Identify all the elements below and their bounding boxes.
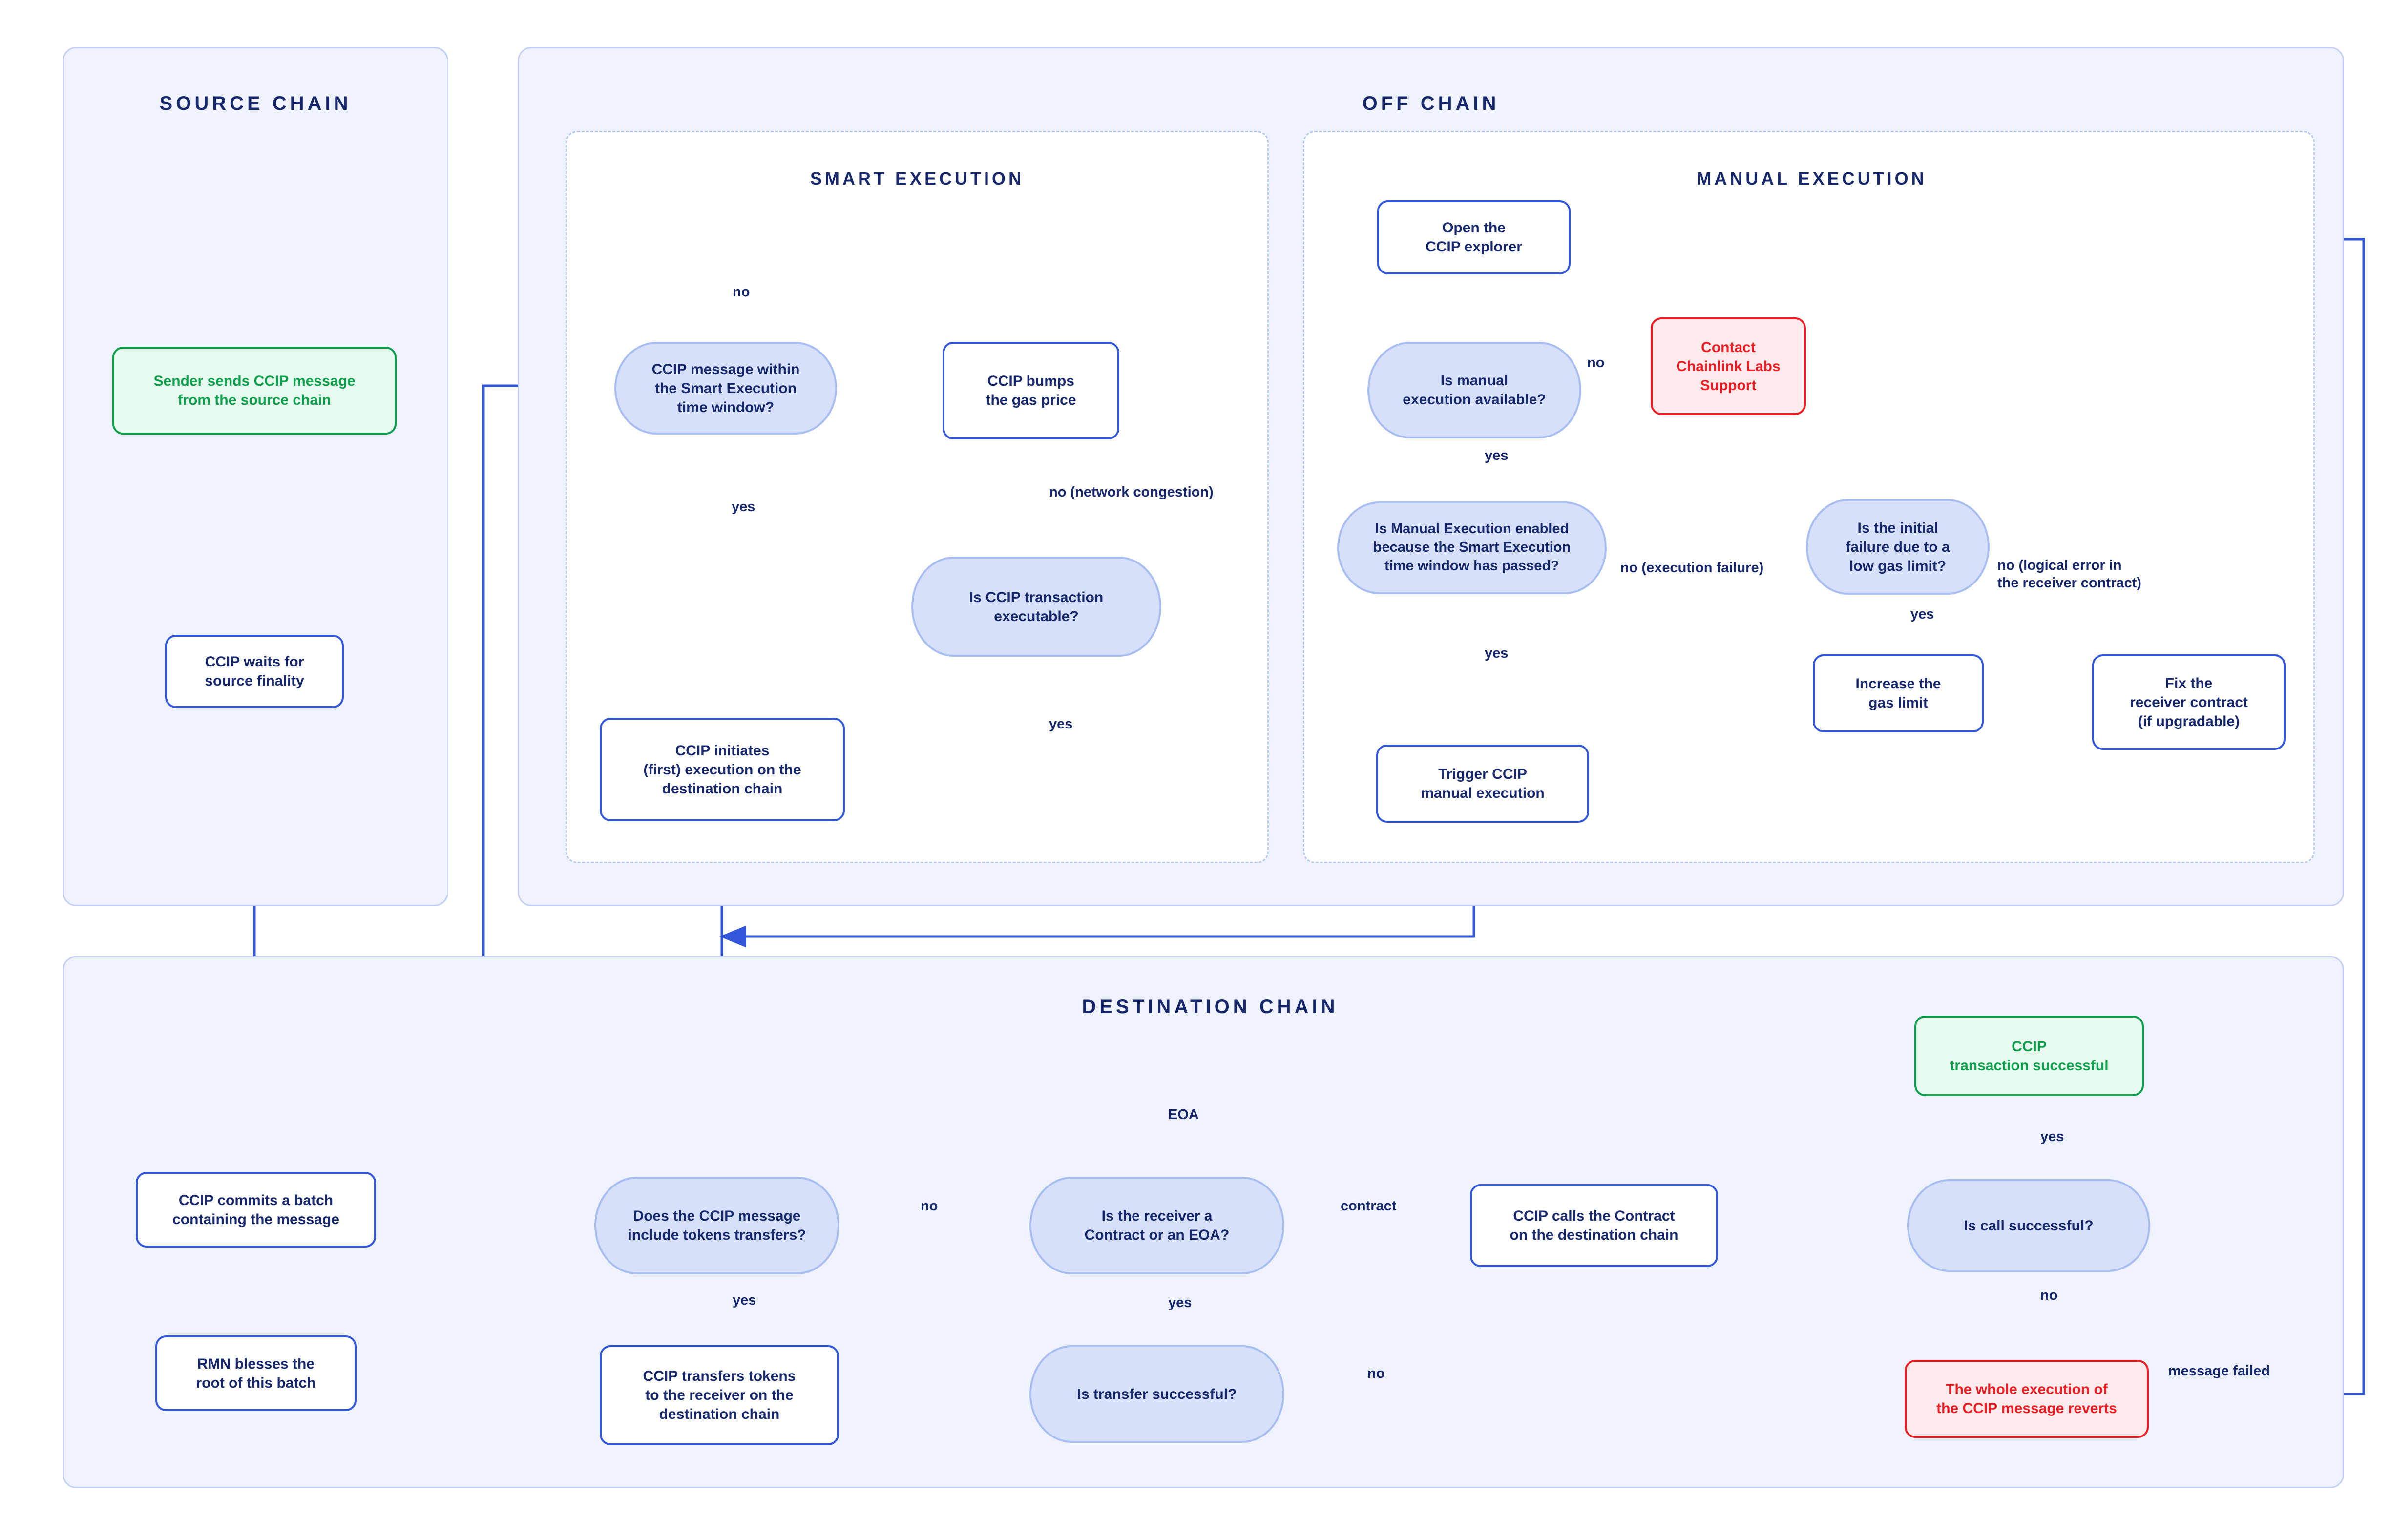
node-is-receiver-contract-or-eoa[interactable]: Is the receiver a Contract or an EOA? xyxy=(1029,1177,1284,1274)
node-increase-gas-limit[interactable]: Increase the gas limit xyxy=(1813,654,1984,732)
node-is-manual-execution-available[interactable]: Is manual execution available? xyxy=(1367,342,1581,438)
node-ccip-bumps-gas-price[interactable]: CCIP bumps the gas price xyxy=(943,342,1119,439)
edge-label-receiver-contract: contract xyxy=(1341,1198,1397,1214)
edge-label-transfer-yes: yes xyxy=(1168,1295,1192,1311)
node-is-initial-failure-low-gas[interactable]: Is the initial failure due to a low gas … xyxy=(1806,499,1990,595)
edge-label-enabled-yes: yes xyxy=(1485,645,1509,661)
lane-title-off-chain: OFF CHAIN xyxy=(1362,93,1500,114)
edge-label-gaslimit-no-logical-error: no (logical error in the receiver contra… xyxy=(1997,558,2141,591)
edge-label-receiver-eoa: EOA xyxy=(1168,1107,1199,1123)
node-is-manual-execution-enabled[interactable]: Is Manual Execution enabled because the … xyxy=(1337,501,1607,594)
node-is-transfer-successful[interactable]: Is transfer successful? xyxy=(1029,1345,1284,1443)
edge-label-call-no: no xyxy=(2040,1288,2058,1303)
node-is-ccip-transaction-executable[interactable]: Is CCIP transaction executable? xyxy=(911,557,1161,657)
node-trigger-ccip-manual-execution[interactable]: Trigger CCIP manual execution xyxy=(1376,745,1589,823)
lane-title-destination-chain: DESTINATION CHAIN xyxy=(1082,996,1339,1018)
node-sender-sends-message[interactable]: Sender sends CCIP message from the sourc… xyxy=(112,347,397,435)
subzone-title-smart-execution: SMART EXECUTION xyxy=(810,168,1025,188)
node-ccip-transaction-successful[interactable]: CCIP transaction successful xyxy=(1914,1016,2144,1096)
edge-label-executable-no-congestion: no (network congestion) xyxy=(1049,484,1214,500)
node-does-message-include-tokens[interactable]: Does the CCIP message include tokens tra… xyxy=(594,1177,839,1274)
edge-label-window-no: no xyxy=(733,284,750,300)
lane-title-source-chain: SOURCE CHAIN xyxy=(159,93,352,114)
node-contact-chainlink-labs-support[interactable]: Contact Chainlink Labs Support xyxy=(1651,317,1806,415)
edge-label-window-yes: yes xyxy=(732,499,755,515)
subzone-title-manual-execution: MANUAL EXECUTION xyxy=(1697,168,1927,188)
edge-label-transfer-no: no xyxy=(1367,1366,1385,1381)
node-fix-receiver-contract[interactable]: Fix the receiver contract (if upgradable… xyxy=(2092,654,2286,750)
node-ccip-waits-finality[interactable]: CCIP waits for source finality xyxy=(165,635,344,708)
edge-label-call-yes: yes xyxy=(2040,1129,2064,1145)
node-ccip-transfers-tokens[interactable]: CCIP transfers tokens to the receiver on… xyxy=(600,1345,839,1445)
node-is-call-successful[interactable]: Is call successful? xyxy=(1907,1179,2150,1272)
node-whole-execution-reverts[interactable]: The whole execution of the CCIP message … xyxy=(1905,1360,2149,1438)
edge-label-tokens-no: no xyxy=(921,1198,938,1214)
node-ccip-calls-contract[interactable]: CCIP calls the Contract on the destinati… xyxy=(1470,1184,1718,1267)
node-open-ccip-explorer[interactable]: Open the CCIP explorer xyxy=(1377,200,1571,274)
edge-label-manual-yes: yes xyxy=(1485,448,1509,463)
node-rmn-blesses-root[interactable]: RMN blesses the root of this batch xyxy=(155,1335,357,1411)
edge-label-manual-no: no xyxy=(1587,355,1605,371)
edge-label-tokens-yes: yes xyxy=(733,1292,756,1308)
node-ccip-initiates-execution[interactable]: CCIP initiates (first) execution on the … xyxy=(600,718,845,821)
edge-label-gaslimit-yes: yes xyxy=(1910,606,1934,622)
edge-label-executable-yes: yes xyxy=(1049,716,1073,732)
node-ccip-commits-batch[interactable]: CCIP commits a batch containing the mess… xyxy=(136,1172,376,1248)
edge-label-message-failed: message failed xyxy=(2168,1363,2270,1379)
edge-label-enabled-no-execution-failure: no (execution failure) xyxy=(1620,560,1764,576)
lane-source-chain xyxy=(63,47,448,906)
node-within-smart-execution-window[interactable]: CCIP message within the Smart Execution … xyxy=(614,342,837,435)
